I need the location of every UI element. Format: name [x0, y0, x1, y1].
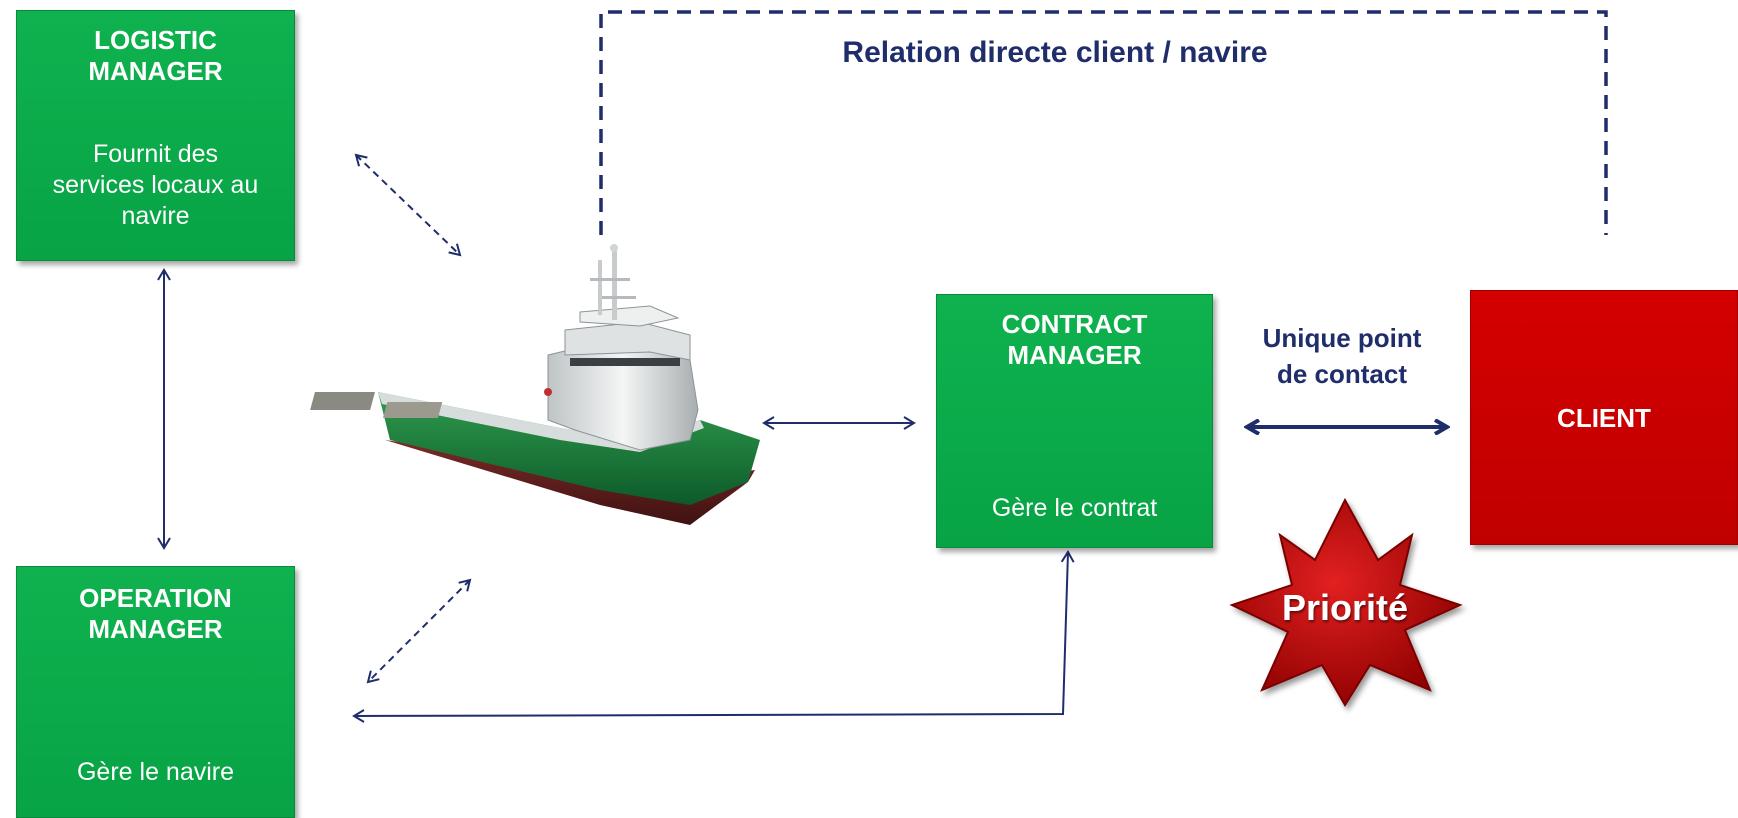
operation-ship-dashed-arrow — [366, 578, 472, 684]
contract-manager-desc: Gère le contrat — [991, 494, 1158, 522]
priority-label: Priorité — [1281, 587, 1409, 628]
logistic-manager-desc: Fournit des services locaux au navire — [52, 140, 259, 230]
contract-manager-title: CONTRACT MANAGER — [1001, 309, 1148, 370]
client-box: CLIENT — [1470, 290, 1738, 545]
operation-manager-title: OPERATION MANAGER — [79, 583, 232, 644]
contact-label: Unique point de contact — [1262, 323, 1422, 389]
operation-manager-box: OPERATION MANAGER Gère le navire — [16, 566, 295, 818]
priority-star — [1229, 497, 1463, 707]
dashed-relation-frame — [599, 10, 1608, 235]
logistic-manager-box: LOGISTIC MANAGER Fournit des services lo… — [16, 10, 295, 261]
client-title: CLIENT — [1557, 403, 1651, 433]
relation-label: Relation directe client / navire — [842, 36, 1268, 69]
contract-operation-arrow — [352, 550, 1075, 723]
operation-manager-desc: Gère le navire — [76, 758, 235, 786]
ship-illustration — [310, 244, 760, 525]
logistic-ship-dashed-arrow — [354, 153, 462, 257]
logistic-manager-title: LOGISTIC MANAGER — [88, 25, 223, 86]
contract-manager-box: CONTRACT MANAGER Gère le contrat — [936, 294, 1213, 548]
